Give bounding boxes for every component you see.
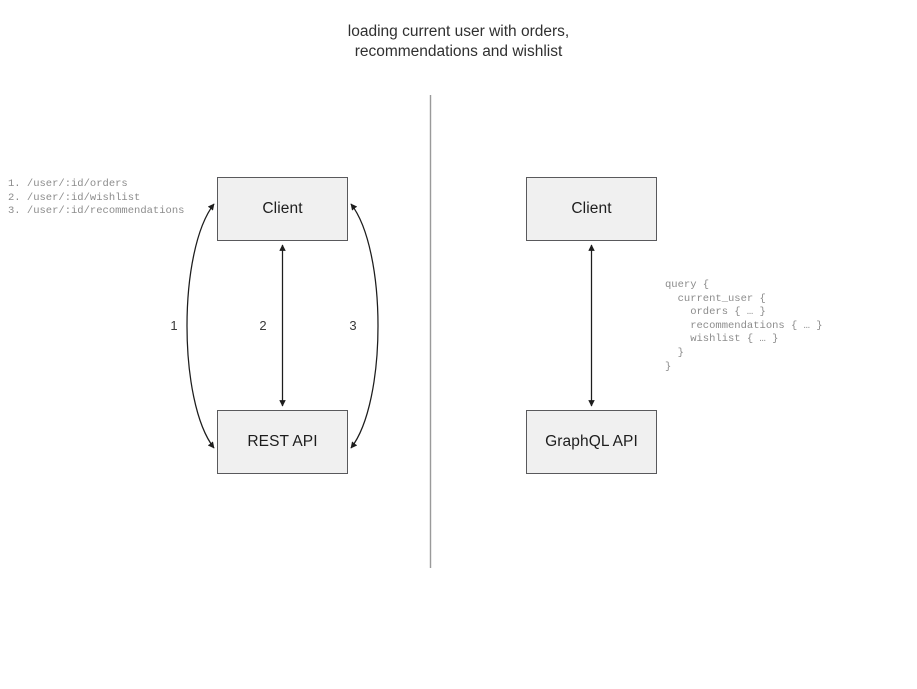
node-graphql-api-label: GraphQL API: [545, 433, 638, 450]
rest-edge-3-curve: [350, 203, 379, 449]
graphql-query-block: query { current_user { orders { … } reco…: [665, 279, 823, 373]
rest-endpoint-list: 1. /user/:id/orders 2. /user/:id/wishlis…: [8, 178, 185, 218]
node-rest-api-label: REST API: [247, 433, 318, 450]
rest-edge-1-curve: [186, 203, 215, 449]
node-client-graphql-label: Client: [571, 200, 612, 217]
rest-edge-2-label: 2: [259, 318, 267, 333]
node-client-graphql[interactable]: Client: [526, 177, 657, 241]
page-title: loading current user with orders, recomm…: [347, 23, 570, 60]
node-client-rest[interactable]: Client: [217, 177, 348, 241]
rest-edge-1-label: 1: [170, 318, 178, 333]
node-graphql-api[interactable]: GraphQL API: [526, 410, 657, 474]
node-rest-api[interactable]: REST API: [217, 410, 348, 474]
rest-edge-3-label: 3: [349, 318, 357, 333]
node-client-rest-label: Client: [262, 200, 303, 217]
